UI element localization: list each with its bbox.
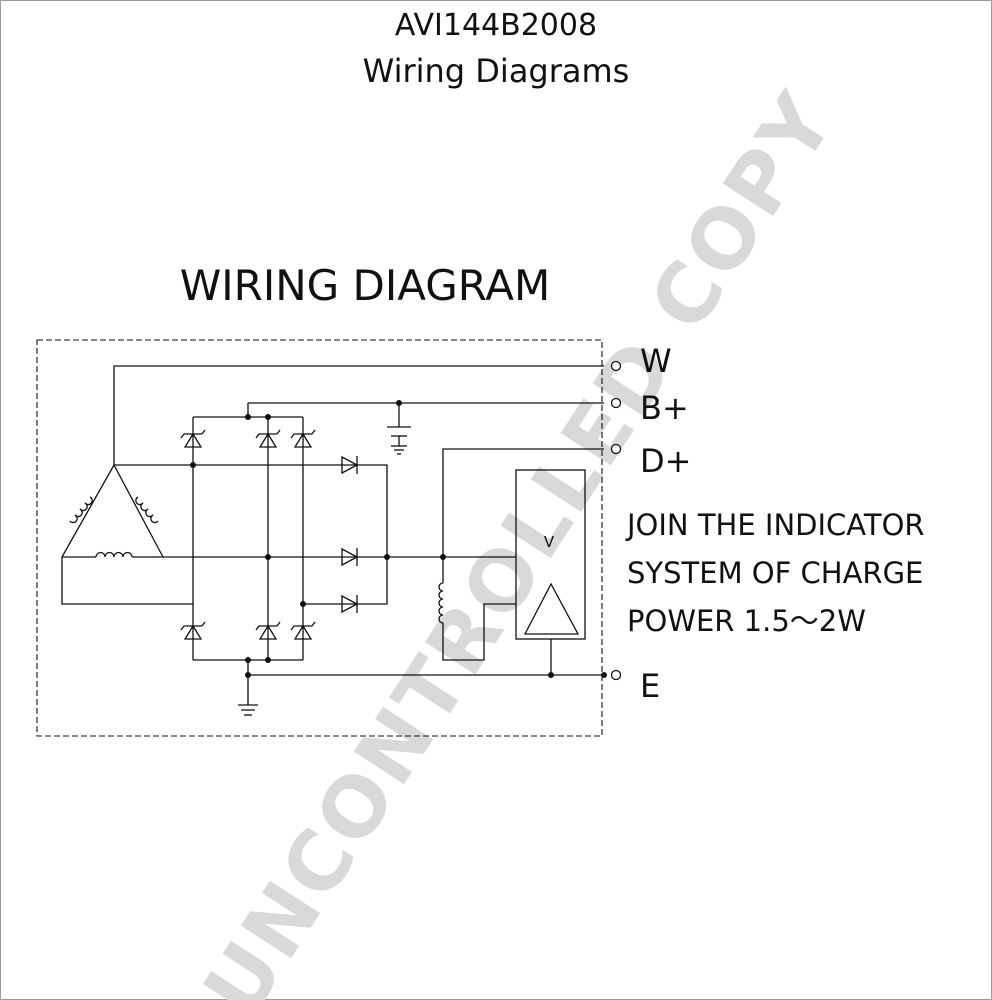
document-code: AVI144B2008 (394, 8, 598, 43)
voltage-regulator (515, 469, 586, 675)
terminal-d-plus-label: D+ (640, 442, 691, 480)
diagram-heading: WIRING DIAGRAM (180, 261, 551, 310)
w-wire (113, 365, 604, 465)
positive-bus (193, 402, 604, 455)
terminal-posts (610, 360, 622, 681)
note-line-3: POWER 1.5～2W (627, 604, 866, 638)
alternator-enclosure (36, 339, 603, 737)
terminal-b-plus-label: B+ (640, 389, 689, 427)
terminal-e-label: E (640, 667, 660, 705)
junction-dots (190, 400, 607, 678)
terminal-w-label: W (640, 342, 672, 380)
field-circuit (438, 448, 604, 661)
rectifier-bridge (180, 417, 316, 660)
stator-winding (61, 464, 268, 605)
exciter-diodes (114, 455, 516, 614)
note-line-1: JOIN THE INDICATOR (625, 508, 925, 542)
negative-bus (193, 659, 604, 716)
regulator-label: V (544, 533, 555, 551)
note-line-2: SYSTEM OF CHARGE (627, 556, 923, 590)
document-title: Wiring Diagrams (362, 52, 630, 90)
